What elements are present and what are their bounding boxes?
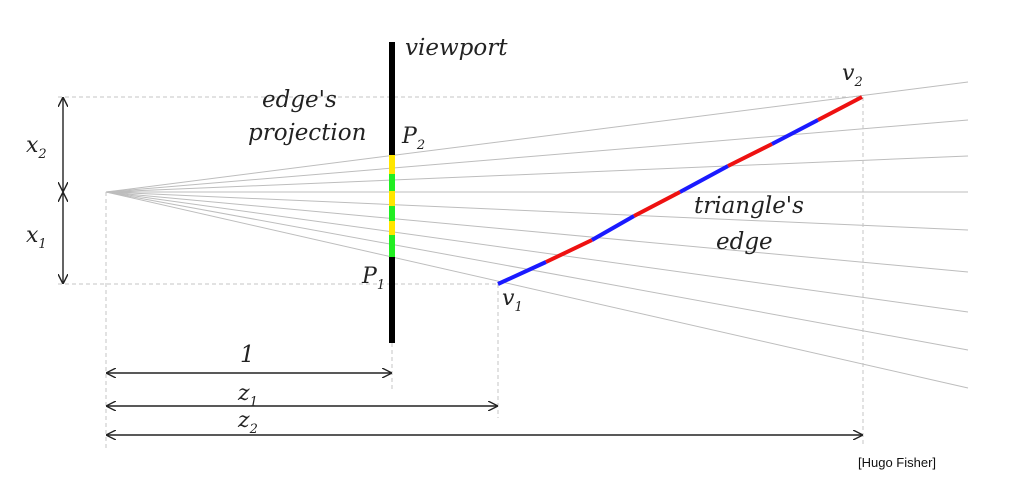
edge-segment — [771, 118, 819, 146]
triangle-label-line2: edge — [716, 229, 773, 255]
viewport-label: viewport — [405, 35, 508, 61]
ray — [105, 155, 969, 193]
edge-segment — [497, 260, 547, 286]
ray — [105, 191, 969, 389]
z2-label: z2 — [237, 408, 258, 437]
triangle-edge-segments — [497, 95, 863, 286]
edge-segment — [633, 190, 681, 218]
projection-label-line1: edge's — [262, 87, 337, 113]
ray — [105, 191, 969, 351]
credit-text: [Hugo Fisher] — [858, 455, 937, 470]
edge-segment — [679, 164, 729, 194]
v2-label: v2 — [842, 61, 863, 90]
x2-label: x2 — [26, 133, 47, 162]
edge-segment — [591, 214, 635, 242]
one-label: 1 — [240, 342, 255, 368]
p1-label: P1 — [361, 264, 385, 293]
v1-label: v1 — [502, 286, 523, 315]
ray — [105, 191, 969, 231]
ray — [105, 119, 969, 193]
edge-segment — [817, 95, 863, 122]
dashed-guides — [58, 96, 864, 450]
z1-label: z1 — [237, 381, 258, 410]
triangle-label-line1: triangle's — [694, 193, 804, 219]
ray — [105, 191, 969, 273]
projection-label-line2: projection — [248, 120, 366, 146]
x1-label: x1 — [26, 223, 47, 252]
z-dimension-arrows — [107, 373, 862, 435]
edge-segment — [545, 238, 593, 264]
projection-rays — [105, 81, 969, 389]
ray — [105, 81, 969, 193]
edge-segment — [727, 142, 773, 168]
p2-label: P2 — [401, 124, 425, 153]
ray — [105, 191, 969, 313]
